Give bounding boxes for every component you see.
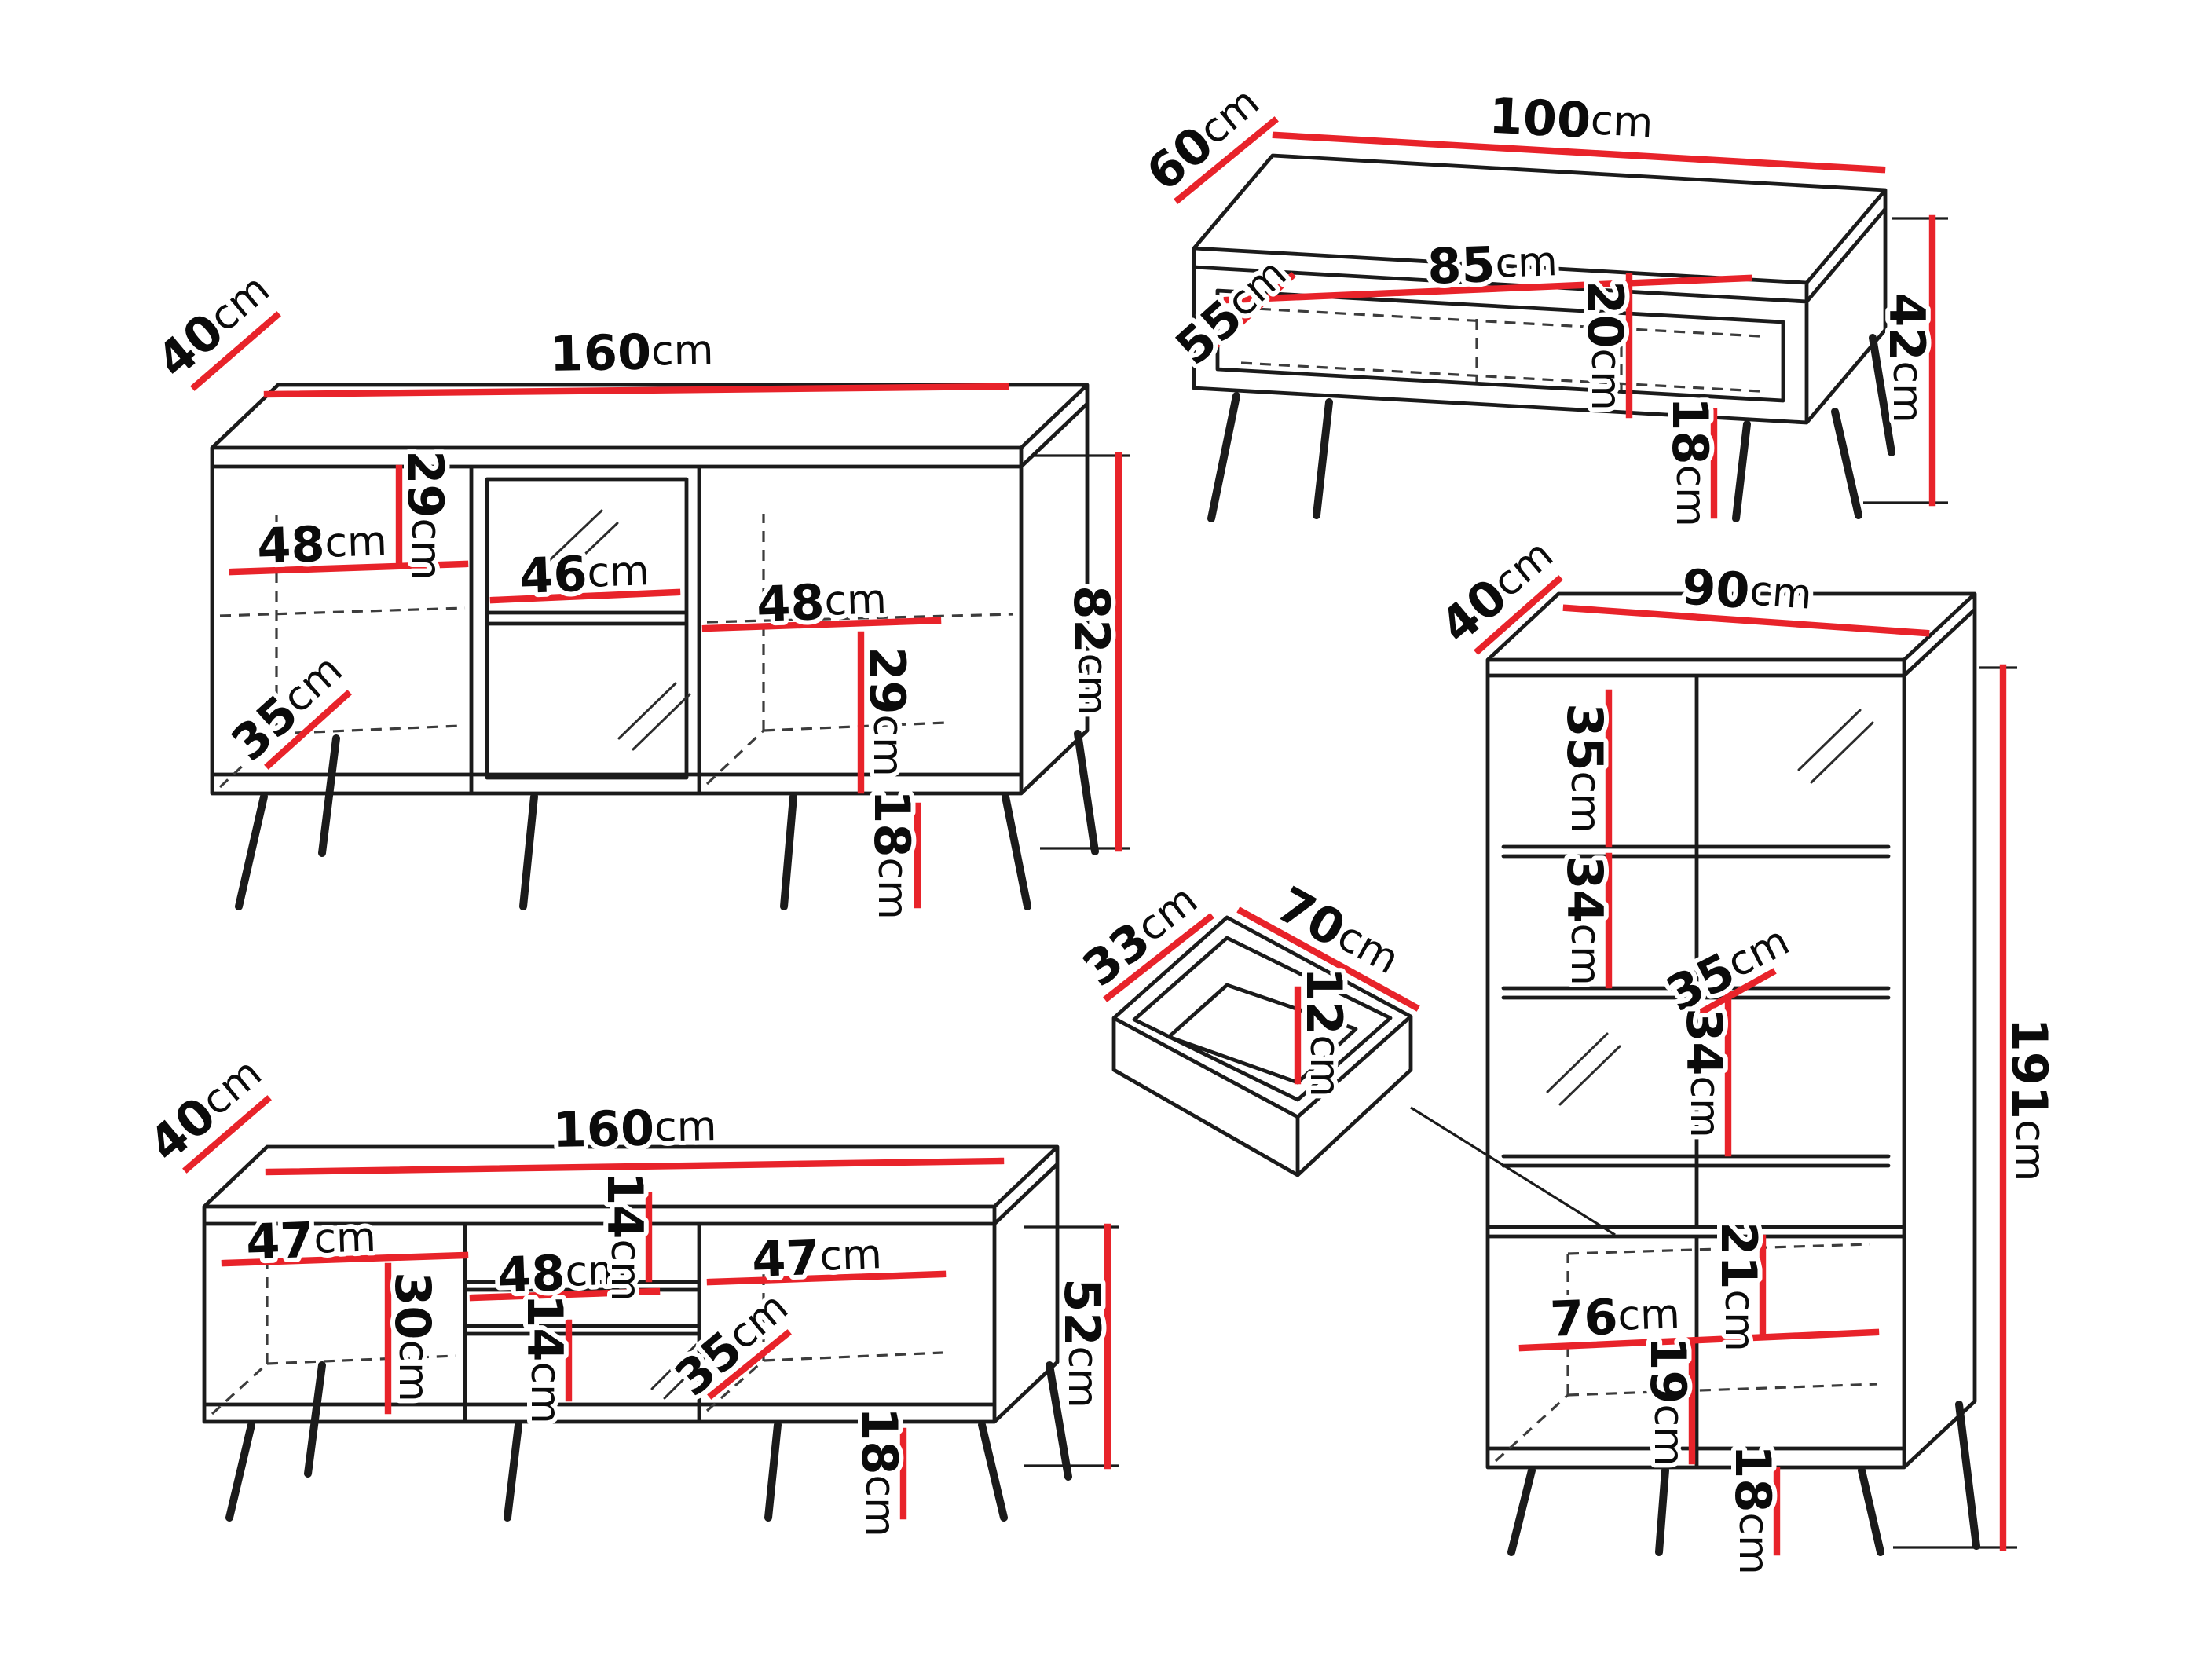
- drawer-height-dim: 12cm: [1296, 967, 1353, 1097]
- vitrine-shelf1-height-dim: 35cm: [1557, 703, 1614, 833]
- coffee-table-inner-width-dim: 85cm: [1426, 233, 1558, 295]
- vitrine-glass-reflections: [1546, 709, 1874, 1106]
- tv-stand-leg-height-dim: 18cm: [851, 1407, 909, 1537]
- tv-stand-legs: [225, 1361, 1072, 1522]
- coffee-table-width-dim: 100cm: [1488, 86, 1654, 152]
- tv-stand-body-outline: [202, 1144, 1060, 1424]
- vitrine-legs: [1507, 1401, 1980, 1556]
- coffee-table-figure: 100cm 60cm 85cm 55cm 20cm 18cm 42cm: [1130, 74, 1948, 532]
- drawer-dimension-lines: [1103, 906, 1420, 1085]
- vitrine-leg-height-dim: 18cm: [1725, 1445, 1782, 1575]
- vitrine-dimension-lines: [1474, 575, 2007, 1556]
- drawer-body-outline: [1111, 915, 1413, 1177]
- coffee-table-hidden-lines: [1240, 306, 1760, 393]
- coffee-table-dimension-lines: [1174, 116, 1936, 519]
- vitrine-hidden-lines: [1494, 1243, 1878, 1463]
- sideboard-glass-reflections: [533, 509, 691, 751]
- tv-stand-left-inner-height-dim: 30cm: [385, 1272, 442, 1402]
- tv-stand-extension-lines: [1024, 1225, 1119, 1467]
- sideboard-center-width-dim: 46cm: [518, 543, 650, 605]
- sideboard-hidden-lines: [218, 514, 1014, 789]
- vitrine-shelf3-height-dim: 34cm: [1676, 1008, 1734, 1138]
- coffee-table-leg-height-dim: 18cm: [1662, 397, 1719, 527]
- sideboard-right-inner-height-dim: 29cm: [859, 646, 917, 777]
- coffee-table-inner-height-dim: 20cm: [1577, 280, 1635, 411]
- sideboard-left-width-dim: 48cm: [256, 513, 388, 575]
- vitrine-height-dim: 191cm: [2001, 1018, 2059, 1182]
- vitrine-shelf2-height-dim: 34cm: [1557, 855, 1614, 986]
- coffee-table-legs: [1207, 334, 1895, 522]
- tv-stand-hidden-lines: [211, 1246, 943, 1415]
- vitrine-width-dim: 90cm: [1680, 558, 1814, 624]
- tv-stand-center-top-height-dim: 14cm: [597, 1171, 654, 1302]
- tv-stand-dimension-lines: [182, 1095, 1111, 1520]
- sideboard-height-dim: 82cm: [1064, 585, 1121, 716]
- sideboard-figure: 160cm 40cm 48cm 29cm 46cm 48cm 29cm 35cm…: [141, 261, 1130, 925]
- vitrine-figure: 40cm 90cm 191cm 35cm 34cm 35cm 34cm 76cm…: [1424, 526, 2063, 1580]
- vitrine-lower-width-dim: 76cm: [1549, 1286, 1681, 1348]
- tv-stand-width-dim: 160cm: [552, 1098, 717, 1159]
- coffee-table-body-outline: [1192, 153, 1888, 425]
- tv-stand-figure: 40cm 160cm 52cm 47cm 30cm 48cm 14cm 47cm…: [133, 1045, 1119, 1542]
- sideboard-legs: [235, 730, 1099, 910]
- sideboard-extension-lines: [1031, 454, 1130, 850]
- coffee-table-height-dim: 42cm: [1879, 293, 1936, 423]
- sideboard-body-outline: [210, 383, 1090, 796]
- drawer-pointer-line: [1410, 1106, 1616, 1236]
- tv-stand-right-width-dim: 47cm: [751, 1226, 883, 1288]
- tv-stand-height-dim: 52cm: [1054, 1278, 1111, 1408]
- sideboard-width-dim: 160cm: [549, 322, 714, 383]
- sideboard-left-inner-height-dim: 29cm: [397, 450, 455, 580]
- tv-stand-center-width-dim: 48cm: [496, 1242, 628, 1304]
- tv-stand-center-bottom-height-dim: 14cm: [517, 1294, 574, 1424]
- sideboard-right-width-dim: 48cm: [756, 571, 888, 633]
- tv-stand-left-width-dim: 47cm: [245, 1209, 377, 1271]
- drawer-figure: 33cm 70cm 12cm: [1067, 870, 1616, 1236]
- sideboard-leg-height-dim: 18cm: [864, 789, 921, 920]
- sideboard-dimension-lines: [190, 311, 1122, 909]
- vitrine-extension-lines: [1893, 666, 2017, 1549]
- vitrine-lower-bottom-height-dim: 19cm: [1640, 1336, 1697, 1467]
- tv-stand-glass-reflections: [650, 1343, 710, 1400]
- vitrine-lower-top-height-dim: 21cm: [1711, 1221, 1768, 1352]
- vitrine-body-outline: [1485, 591, 1977, 1470]
